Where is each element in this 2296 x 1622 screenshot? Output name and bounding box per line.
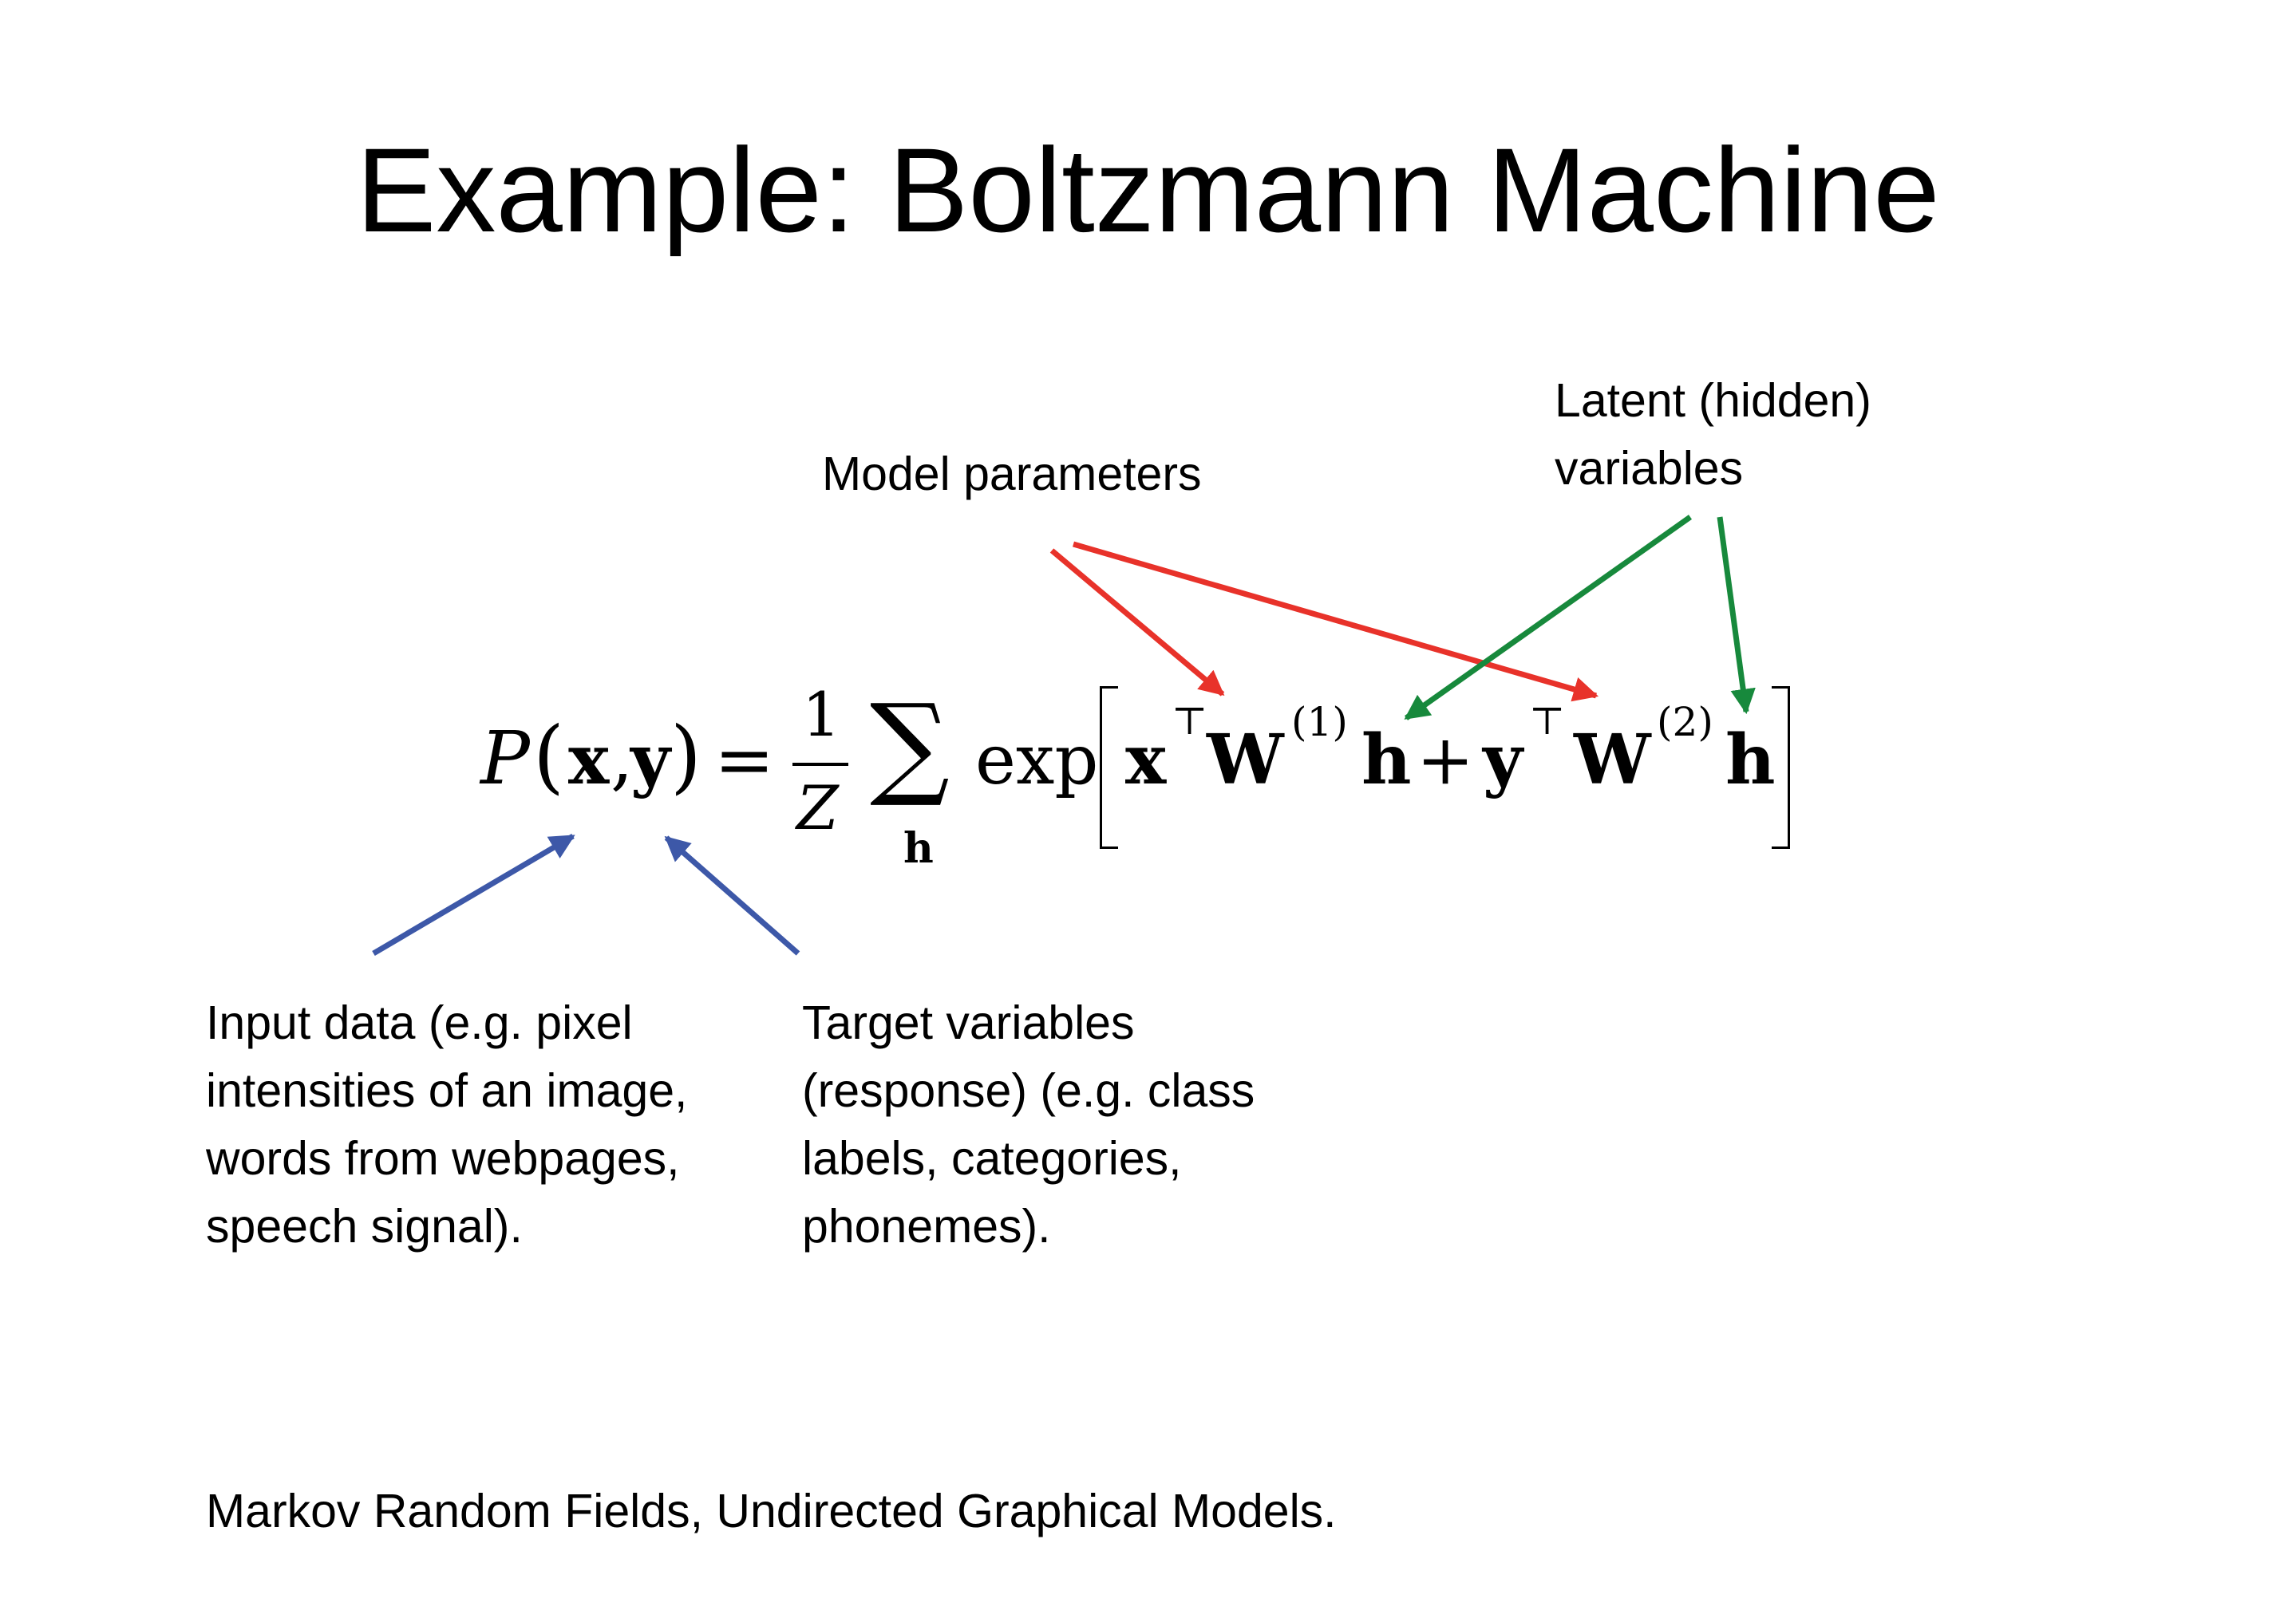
eq-left-bracket (1100, 686, 1118, 849)
eq-equals: = (714, 718, 775, 802)
input-data-label: Input data (e.g. pixel intensities of an… (206, 989, 687, 1261)
arrow-target-to-y (664, 835, 800, 956)
eq-h1: h (1361, 720, 1412, 800)
eq-superscript-1: (1) (1291, 699, 1348, 745)
input-data-line-4: speech signal). (206, 1200, 523, 1253)
target-variables-label: Target variables (response) (e.g. class … (802, 989, 1255, 1261)
input-data-line-3: words from webpages, (206, 1132, 680, 1185)
eq-x: x (568, 720, 610, 800)
target-variables-line-2: (response) (e.g. class (802, 1064, 1255, 1117)
eq-denominator: Z (796, 772, 839, 843)
eq-transpose-1: ⊤ (1172, 699, 1208, 744)
arrow-model-params-to-W2 (1073, 541, 1599, 702)
arrow-model-params-to-W1 (1049, 548, 1225, 697)
model-parameters-label: Model parameters (822, 448, 1202, 500)
eq-sum: ∑ (870, 681, 950, 811)
input-data-line-1: Input data (e.g. pixel (206, 996, 633, 1049)
eq-plus: + (1417, 720, 1475, 800)
slide-title: Example: Boltzmann Machine (356, 123, 1940, 257)
target-variables-line-3: labels, categories, (802, 1132, 1182, 1185)
eq-h2: h (1725, 720, 1776, 800)
eq-close-paren: ) (670, 709, 702, 803)
footer-text: Markov Random Fields, Undirected Graphic… (206, 1485, 1337, 1537)
eq-P: P (480, 716, 530, 801)
arrow-input-to-x (372, 833, 575, 957)
latent-variables-line-2: variables (1555, 442, 1744, 495)
eq-right-bracket (1772, 686, 1790, 849)
eq-W1: W (1207, 720, 1284, 800)
eq-comma: , (611, 716, 634, 799)
eq-superscript-2: (2) (1657, 699, 1713, 745)
eq-exp: exp (975, 720, 1099, 800)
latent-variables-label: Latent (hidden) variables (1555, 367, 1871, 503)
latent-variables-line-1: Latent (hidden) (1555, 374, 1871, 427)
eq-fraction-bar (792, 763, 848, 766)
eq-y: y (630, 720, 670, 800)
eq-W2: W (1574, 720, 1651, 800)
eq-x-term: x (1125, 720, 1167, 800)
eq-numerator: 1 (802, 679, 841, 750)
arrow-latent-to-h1 (1404, 515, 1693, 720)
eq-sum-index: h (903, 824, 934, 873)
input-data-line-2: intensities of an image, (206, 1064, 688, 1117)
target-variables-line-1: Target variables (802, 996, 1135, 1049)
eq-open-paren: ( (533, 709, 565, 803)
eq-transpose-2: ⊤ (1529, 699, 1566, 744)
eq-y-term: y (1483, 720, 1523, 800)
arrow-latent-to-h2 (1717, 516, 1756, 715)
target-variables-line-4: phonemes). (802, 1200, 1051, 1253)
